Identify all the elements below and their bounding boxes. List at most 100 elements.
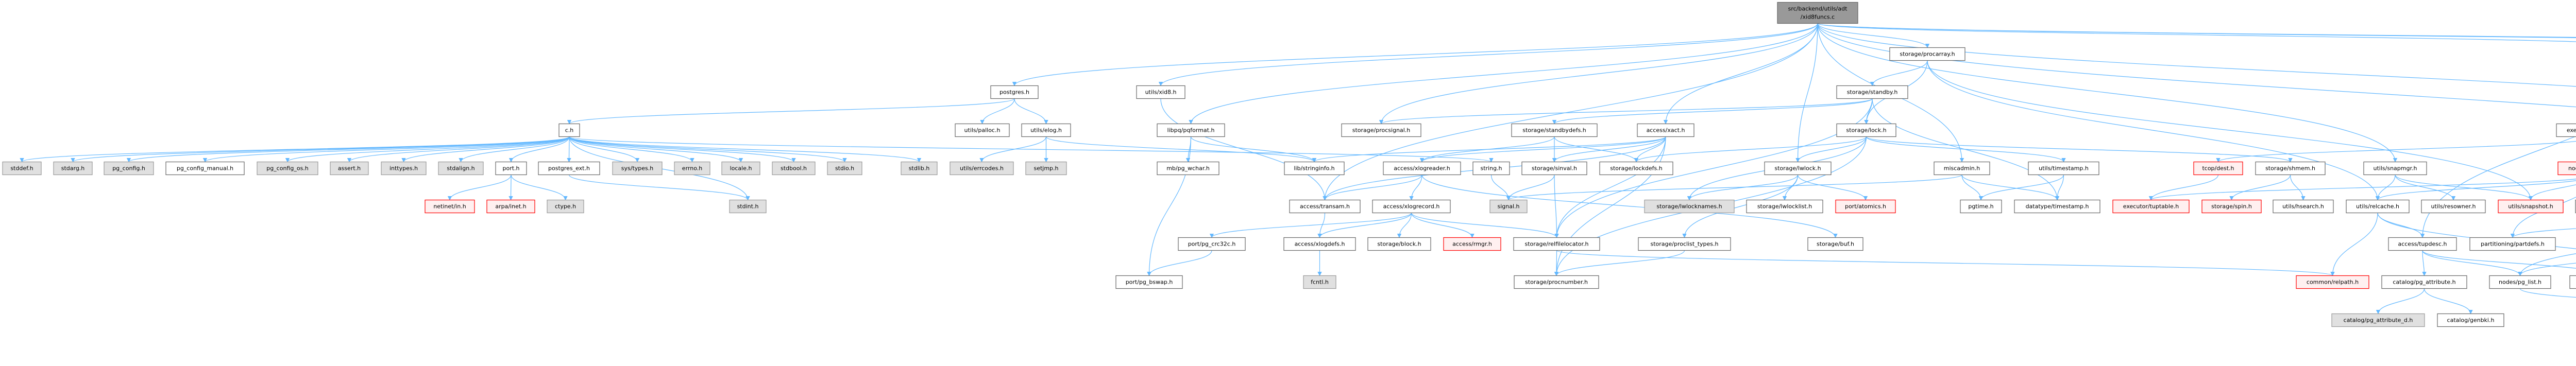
- node-pg-wchar[interactable]: mb/pg_wchar.h: [1157, 161, 1219, 176]
- node-dest[interactable]: tcop/dest.h: [2193, 161, 2243, 176]
- node-relfilelocator[interactable]: storage/relfilelocator.h: [1513, 237, 1600, 251]
- node-lwlocklist[interactable]: storage/lwlocklist.h: [1746, 199, 1823, 214]
- node-rmgr[interactable]: access/rmgr.h: [1443, 237, 1501, 251]
- node-timestamp-u[interactable]: utils/timestamp.h: [2028, 161, 2099, 176]
- node-snapshot[interactable]: utils/snapshot.h: [2498, 199, 2564, 214]
- node-label: port/pg_crc32c.h: [1188, 241, 1236, 248]
- edge-xlogrecord-to-pg_crc32c: [1209, 212, 1412, 238]
- node-signal[interactable]: signal.h: [1489, 199, 1528, 214]
- node-standbydefs[interactable]: storage/standbydefs.h: [1511, 123, 1598, 137]
- node-pg-bswap[interactable]: port/pg_bswap.h: [1115, 275, 1183, 289]
- node-stddef[interactable]: stddef.h: [2, 161, 42, 176]
- edge-tupdesc-to-pg_attribute: [2422, 250, 2427, 276]
- node-elog[interactable]: utils/elog.h: [1021, 123, 1071, 137]
- node-spin[interactable]: storage/spin.h: [2201, 199, 2262, 214]
- node-postgres-ext[interactable]: postgres_ext.h: [538, 161, 600, 176]
- node-lock[interactable]: storage/lock.h: [1836, 123, 1896, 137]
- node-stdio[interactable]: stdio.h: [827, 161, 862, 176]
- node-lwlock[interactable]: storage/lwlock.h: [1764, 161, 1832, 176]
- node-assert[interactable]: assert.h: [330, 161, 369, 176]
- node-buf[interactable]: storage/buf.h: [1807, 237, 1863, 251]
- node-postgres[interactable]: postgres.h: [990, 85, 1039, 99]
- node-palloc[interactable]: utils/palloc.h: [955, 123, 1010, 137]
- edge-ch-to-inttypes: [401, 136, 570, 163]
- node-execdesc[interactable]: executor/execdesc.h: [2556, 123, 2576, 137]
- node-resowner[interactable]: utils/resowner.h: [2421, 199, 2486, 214]
- node-procarray[interactable]: storage/procarray.h: [1889, 47, 1965, 61]
- edge-root-to-pqformat: [1189, 23, 1818, 125]
- node-errno[interactable]: errno.h: [674, 161, 710, 176]
- node-stdint[interactable]: stdint.h: [729, 199, 767, 214]
- node-block[interactable]: storage/block.h: [1367, 237, 1431, 251]
- node-miscadmin[interactable]: miscadmin.h: [1934, 161, 1990, 176]
- node-label: access/xlogrecord.h: [1383, 203, 1440, 210]
- node-pgtime[interactable]: pgtime.h: [1960, 199, 2002, 214]
- node-atomics[interactable]: port/atomics.h: [1835, 199, 1896, 214]
- node-ch[interactable]: c.h: [558, 123, 580, 137]
- node-relcache[interactable]: utils/relcache.h: [2346, 199, 2410, 214]
- node-sinval[interactable]: storage/sinval.h: [1521, 161, 1587, 176]
- node-shmem[interactable]: storage/shmem.h: [2255, 161, 2326, 176]
- node-label: storage/block.h: [1377, 241, 1421, 248]
- edge-miscadmin-to-signal: [1506, 174, 1962, 201]
- node-xlogdefs[interactable]: access/xlogdefs.h: [1283, 237, 1356, 251]
- node-box: [1521, 161, 1587, 176]
- node-xlogreader[interactable]: access/xlogreader.h: [1383, 161, 1461, 176]
- node-procsignal[interactable]: storage/procsignal.h: [1341, 123, 1421, 137]
- node-pg-config-os[interactable]: pg_config_os.h: [257, 161, 318, 176]
- node-locale[interactable]: locale.h: [721, 161, 760, 176]
- node-datatype-ts[interactable]: datatype/timestamp.h: [2014, 199, 2100, 214]
- edge-xact-to-relfilelocator: [1554, 136, 1666, 238]
- node-proclist[interactable]: storage/proclist_types.h: [1638, 237, 1731, 251]
- node-pg-attribute[interactable]: catalog/pg_attribute.h: [2381, 275, 2467, 289]
- node-box: [1341, 123, 1421, 137]
- node-label: storage/sinval.h: [1532, 165, 1577, 172]
- node-xid8[interactable]: utils/xid8.h: [1136, 85, 1185, 99]
- node-label: pgtime.h: [1968, 203, 1993, 210]
- node-xlogrecord[interactable]: access/xlogrecord.h: [1372, 199, 1451, 214]
- node-systypes[interactable]: sys/types.h: [612, 161, 663, 176]
- node-string[interactable]: string.h: [1472, 161, 1510, 176]
- node-pg-attribute-d[interactable]: catalog/pg_attribute_d.h: [2331, 313, 2425, 327]
- node-netinet[interactable]: netinet/in.h: [425, 199, 475, 214]
- node-pg-config-manual[interactable]: pg_config_manual.h: [165, 161, 245, 176]
- node-lockdefs[interactable]: storage/lockdefs.h: [1599, 161, 1673, 176]
- node-port[interactable]: port.h: [495, 161, 527, 176]
- node-ctype[interactable]: ctype.h: [547, 199, 584, 214]
- node-tupdesc[interactable]: access/tupdesc.h: [2388, 237, 2457, 251]
- node-box: [1513, 237, 1600, 251]
- node-arpa[interactable]: arpa/inet.h: [486, 199, 535, 214]
- node-pqformat[interactable]: libpq/pqformat.h: [1157, 123, 1225, 137]
- node-label: arpa/inet.h: [495, 203, 526, 210]
- edge-lwlock-to-atomics: [1797, 175, 1868, 201]
- node-errcodes[interactable]: utils/errcodes.h: [950, 161, 1014, 176]
- node-partdefs[interactable]: partitioning/partdefs.h: [2469, 237, 2556, 251]
- node-box: [1443, 237, 1501, 251]
- node-fcntl[interactable]: fcntl.h: [1303, 275, 1336, 289]
- node-procnumber[interactable]: storage/procnumber.h: [1514, 275, 1599, 289]
- node-transam[interactable]: access/transam.h: [1289, 199, 1361, 214]
- node-attnum[interactable]: access/attnum.h: [2569, 275, 2576, 289]
- node-tuptable[interactable]: executor/tuptable.h: [2112, 199, 2190, 214]
- node-lwlocknames[interactable]: storage/lwlocknames.h: [1644, 199, 1735, 214]
- node-stringinfo[interactable]: lib/stringinfo.h: [1284, 161, 1345, 176]
- node-pg-crc32c[interactable]: port/pg_crc32c.h: [1178, 237, 1246, 251]
- node-execnodes[interactable]: nodes/execnodes.h: [2557, 161, 2576, 176]
- node-inttypes[interactable]: inttypes.h: [381, 161, 427, 176]
- node-stdbool[interactable]: stdbool.h: [772, 161, 816, 176]
- node-stdalign[interactable]: stdalign.h: [438, 161, 484, 176]
- node-stdlib[interactable]: stdlib.h: [901, 161, 938, 176]
- node-setjmp[interactable]: setjmp.h: [1025, 161, 1067, 176]
- node-pg-list[interactable]: nodes/pg_list.h: [2489, 275, 2551, 289]
- node-hsearch[interactable]: utils/hsearch.h: [2273, 199, 2334, 214]
- node-relpath[interactable]: common/relpath.h: [2296, 275, 2369, 289]
- node-genbki[interactable]: catalog/genbki.h: [2437, 313, 2504, 327]
- edge-pg_attribute-to-pg_attribute_d: [2376, 288, 2425, 315]
- node-root[interactable]: src/backend/utils/adt/xid8funcs.c: [1777, 2, 1858, 24]
- node-xact[interactable]: access/xact.h: [1637, 123, 1694, 137]
- node-stdarg[interactable]: stdarg.h: [53, 161, 93, 176]
- node-box: [1764, 161, 1832, 176]
- node-pg-config[interactable]: pg_config.h: [104, 161, 154, 176]
- node-snapmgr[interactable]: utils/snapmgr.h: [2363, 161, 2427, 176]
- node-standby[interactable]: storage/standby.h: [1836, 85, 1908, 99]
